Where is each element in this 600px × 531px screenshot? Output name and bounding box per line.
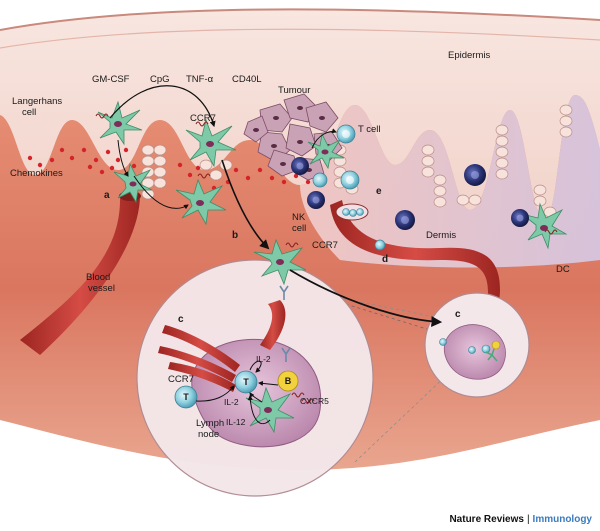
- label-dc: DC: [556, 264, 570, 275]
- label-nk-1: NK: [292, 212, 306, 223]
- dendritic-cell-ccr7-mid: [253, 238, 307, 286]
- inset-node: [191, 338, 322, 448]
- b-cell-receptor: [281, 347, 291, 362]
- label-nk-2: cell: [292, 223, 306, 234]
- label-langerhans-2: cell: [22, 107, 36, 118]
- arrow-b-to-t: [258, 380, 279, 386]
- panel-letter-d: d: [382, 254, 388, 265]
- arrow-il12: [247, 395, 271, 425]
- label-il2-top: IL-2: [256, 354, 271, 364]
- dendritic-cell-tumour: [307, 132, 345, 170]
- arrow-inset-t: [195, 385, 235, 402]
- cytokine-arc-arrow: [109, 85, 216, 128]
- panel-letter-c-right: c: [455, 309, 461, 320]
- vessel-receptor: [279, 285, 289, 300]
- label-chemokines: Chemokines: [10, 168, 63, 179]
- label-cxcr5: CXCR5: [300, 396, 329, 406]
- lymphatic-dashed: [299, 289, 431, 331]
- inset-t-letter-left: T: [183, 392, 189, 402]
- langerhans-to-a-arrow: [117, 139, 129, 177]
- zoom-line-bottom: [354, 371, 451, 463]
- dendritic-cell-ccr7-top: [185, 118, 237, 168]
- inset-b-letter: B: [285, 376, 292, 386]
- footer-separator: |: [526, 514, 530, 525]
- arrow-dc-t: [311, 128, 337, 149]
- arrow-il2-loop: [249, 360, 262, 373]
- nk-cell-group: [291, 157, 529, 230]
- journal-name: Immunology: [532, 514, 592, 525]
- ccr7-receptors: [95, 113, 558, 404]
- keratinocyte-cells: [141, 104, 573, 218]
- panel-letter-c-left: c: [178, 314, 184, 325]
- inset-t-cell-left: [174, 385, 198, 409]
- label-blood-2: vessel: [88, 283, 115, 294]
- label-tumour: Tumour: [278, 85, 310, 96]
- t-cell-group: [312, 124, 386, 251]
- panel-letter-b: b: [232, 230, 238, 241]
- inset-afferent-vessels: [158, 325, 240, 392]
- inset-t-letter-center: T: [243, 377, 249, 387]
- label-blood-1: Blood: [86, 272, 110, 283]
- arrow-ccr7-to-node: [221, 159, 270, 250]
- label-il12: IL-12: [226, 417, 246, 427]
- label-lymph-1: Lymph: [196, 418, 224, 429]
- dendritic-cell-dc: [521, 202, 568, 250]
- stratum-line: [0, 28, 600, 49]
- label-dermis: Dermis: [426, 230, 456, 241]
- inset-t-cell-center: [234, 370, 258, 394]
- panel-letter-a: a: [104, 190, 110, 201]
- label-lymph-2: node: [198, 429, 219, 440]
- label-ccr7-inset: CCR7: [168, 374, 194, 385]
- panel-letter-e: e: [376, 186, 382, 197]
- arrow-a-loop: [133, 175, 189, 210]
- label-langerhans-1: Langerhans: [12, 96, 62, 107]
- lymphatic-cells: [342, 208, 364, 217]
- small-node-cells: [439, 338, 501, 362]
- publisher-footer: Nature Reviews|Immunology: [449, 514, 592, 525]
- arrow-il2-bottom: [249, 392, 263, 403]
- label-cd40l: CD40L: [232, 74, 262, 85]
- label-epidermis: Epidermis: [448, 50, 490, 61]
- label-cpg: CpG: [150, 74, 170, 85]
- skin-surface: [0, 8, 600, 31]
- label-ccr7-top: CCR7: [190, 113, 216, 124]
- inset-dendritic-cell: [245, 386, 295, 434]
- chemokine-dots: [27, 147, 323, 191]
- inset-b-cell: [277, 370, 299, 392]
- label-il2-bottom: IL-2: [224, 397, 239, 407]
- arrow-mid-to-lymph: [289, 269, 443, 327]
- publisher-name: Nature Reviews: [449, 514, 524, 525]
- label-t-cell: T cell: [358, 124, 381, 135]
- dendritic-cell-dermis: [175, 178, 227, 226]
- label-ccr7-mid: CCR7: [312, 240, 338, 251]
- label-gm-csf: GM-CSF: [92, 74, 130, 85]
- inset-vessel: [260, 300, 286, 350]
- blood-vessel: [20, 189, 140, 355]
- label-tnf: TNF-α: [186, 74, 214, 85]
